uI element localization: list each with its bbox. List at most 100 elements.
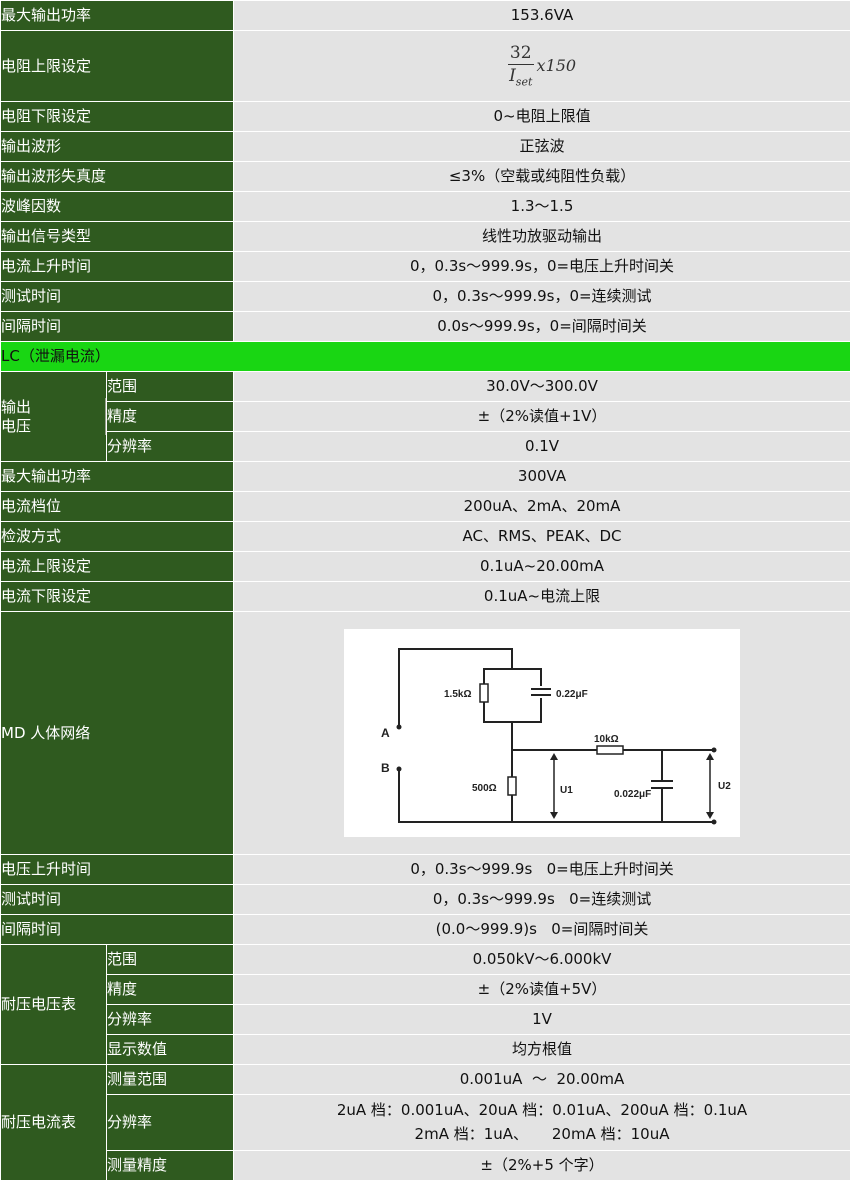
row-value: 300VA xyxy=(234,462,850,492)
cap-top-gap xyxy=(535,686,549,698)
formula: 32 Iset x150 xyxy=(508,44,576,88)
row-label: 测试时间 xyxy=(1,885,234,915)
table-row: 电阻下限设定 0~电阻上限值 xyxy=(1,102,850,132)
table-row: 测量精度 ±（2%+5 个字） xyxy=(1,1151,850,1181)
row-value: 0，0.3s～999.9s，0=连续测试 xyxy=(234,282,850,312)
table-row: 测试时间 0，0.3s～999.9s 0=连续测试 xyxy=(1,885,850,915)
row-value: 0.050kV～6.000kV xyxy=(234,945,850,975)
md-circuit-cell: 1.5kΩ 0.22μF 10kΩ 500Ω 0.022μF A B U1 U2 xyxy=(234,612,850,855)
table-row: 间隔时间 0.0s～999.9s，0=间隔时间关 xyxy=(1,312,850,342)
row-label: 间隔时间 xyxy=(1,915,234,945)
resolution-value: 2uA 档：0.001uA、20uA 档：0.01uA、200uA 档：0.1u… xyxy=(234,1095,850,1151)
row-label: 测量范围 xyxy=(107,1065,234,1095)
table-row: 分辨率 1V xyxy=(1,1005,850,1035)
row-label: 精度 xyxy=(107,975,234,1005)
table-row: 电流档位 200uA、2mA、20mA xyxy=(1,492,850,522)
row-label: 电阻下限设定 xyxy=(1,102,234,132)
row-value: 0.0s～999.9s，0=间隔时间关 xyxy=(234,312,850,342)
row-value: ±（2%读值+1V） xyxy=(234,402,850,432)
row-label: 测量精度 xyxy=(107,1151,234,1181)
output-top-dot xyxy=(712,748,717,753)
row-value: 正弦波 xyxy=(234,132,850,162)
label-c-bottom: 0.022μF xyxy=(614,789,651,800)
table-row: 电压上升时间 0，0.3s～999.9s 0=电压上升时间关 xyxy=(1,855,850,885)
row-value: ±（2%读值+5V） xyxy=(234,975,850,1005)
row-label: 输出波形失真度 xyxy=(1,162,234,192)
resolution-line1: 2uA 档：0.001uA、20uA 档：0.01uA、200uA 档：0.1u… xyxy=(234,1101,850,1120)
row-label: 电流上升时间 xyxy=(1,252,234,282)
row-value: 0.1uA~电流上限 xyxy=(234,582,850,612)
table-row: 精度 ±（2%读值+1V） xyxy=(1,402,850,432)
row-label: 输出波形 xyxy=(1,132,234,162)
row-label: 分辨率 xyxy=(107,1095,234,1151)
row-label: 电流档位 xyxy=(1,492,234,522)
row-label: 分辨率 xyxy=(107,432,234,462)
group-label-line1: 输出 xyxy=(1,398,31,417)
row-value: ≤3%（空载或纯阻性负载） xyxy=(234,162,850,192)
table-row: 输出 电压 范围 30.0V～300.0V xyxy=(1,372,850,402)
row-label: 范围 xyxy=(107,372,234,402)
output-bottom-dot xyxy=(712,820,717,825)
withstand-current-group-label: 耐压电流表 xyxy=(1,1065,107,1181)
table-row: 波峰因数 1.3～1.5 xyxy=(1,192,850,222)
row-label: 电流上限设定 xyxy=(1,552,234,582)
row-label: 最大输出功率 xyxy=(1,462,234,492)
section-header-lc: LC（泄漏电流） xyxy=(1,342,850,372)
table-row: 显示数值 均方根值 xyxy=(1,1035,850,1065)
resolution-line2: 2mA 档：1uA、 20mA 档：10uA xyxy=(234,1125,850,1144)
section-header-row: LC（泄漏电流） xyxy=(1,342,850,372)
row-value: 0，0.3s～999.9s 0=连续测试 xyxy=(234,885,850,915)
label-node-b: B xyxy=(381,761,390,775)
label-r-series: 10kΩ xyxy=(594,734,619,745)
row-value: 均方根值 xyxy=(234,1035,850,1065)
resistance-upper-formula: 32 Iset x150 xyxy=(234,31,850,102)
resistor-500-symbol xyxy=(508,777,516,795)
formula-denominator-symbol: I xyxy=(509,66,516,86)
table-row: 输出信号类型 线性功放驱动输出 xyxy=(1,222,850,252)
row-label: 分辨率 xyxy=(107,1005,234,1035)
row-value: 0，0.3s～999.9s，0=电压上升时间关 xyxy=(234,252,850,282)
table-row: 精度 ±（2%读值+5V） xyxy=(1,975,850,1005)
terminal-b-dot xyxy=(397,767,402,772)
label-u1: U1 xyxy=(560,785,573,796)
row-label: 最大输出功率 xyxy=(1,1,234,31)
row-label: MD 人体网络 xyxy=(1,612,234,855)
table-row: 电流上升时间 0，0.3s～999.9s，0=电压上升时间关 xyxy=(1,252,850,282)
row-label: 显示数值 xyxy=(107,1035,234,1065)
label-node-a: A xyxy=(381,726,390,740)
formula-subscript: set xyxy=(516,75,533,88)
resistor-1k5-symbol xyxy=(480,684,488,702)
table-row: 分辨率 2uA 档：0.001uA、20uA 档：0.01uA、200uA 档：… xyxy=(1,1095,850,1151)
row-label: 电流下限设定 xyxy=(1,582,234,612)
row-value: 0~电阻上限值 xyxy=(234,102,850,132)
table-row: 输出波形 正弦波 xyxy=(1,132,850,162)
table-row: 输出波形失真度 ≤3%（空载或纯阻性负载） xyxy=(1,162,850,192)
row-value: 1V xyxy=(234,1005,850,1035)
diagram-background xyxy=(344,629,740,837)
table-row: 耐压电压表 范围 0.050kV～6.000kV xyxy=(1,945,850,975)
row-label: 测试时间 xyxy=(1,282,234,312)
table-row: MD 人体网络 xyxy=(1,612,850,855)
row-label: 精度 xyxy=(107,402,234,432)
row-value: 153.6VA xyxy=(234,1,850,31)
row-value: AC、RMS、PEAK、DC xyxy=(234,522,850,552)
row-value: 0.001uA ～ 20.00mA xyxy=(234,1065,850,1095)
formula-multiplier: x150 xyxy=(537,56,577,76)
row-value: 30.0V～300.0V xyxy=(234,372,850,402)
row-value: ±（2%+5 个字） xyxy=(234,1151,850,1181)
table-row: 检波方式 AC、RMS、PEAK、DC xyxy=(1,522,850,552)
table-row: 电流下限设定 0.1uA~电流上限 xyxy=(1,582,850,612)
group-label-line2: 电压 xyxy=(1,417,31,436)
table-row: 最大输出功率 153.6VA xyxy=(1,1,850,31)
group-label-frame: 输出 电压 xyxy=(1,398,106,436)
table-row: 间隔时间 (0.0～999.9)s 0=间隔时间关 xyxy=(1,915,850,945)
output-voltage-group-label: 输出 电压 xyxy=(1,372,107,462)
row-value: (0.0～999.9)s 0=间隔时间关 xyxy=(234,915,850,945)
row-value: 0.1uA~20.00mA xyxy=(234,552,850,582)
table-row: 电流上限设定 0.1uA~20.00mA xyxy=(1,552,850,582)
row-value: 0，0.3s～999.9s 0=电压上升时间关 xyxy=(234,855,850,885)
row-label: 电阻上限设定 xyxy=(1,31,234,102)
row-label: 电压上升时间 xyxy=(1,855,234,885)
row-label: 波峰因数 xyxy=(1,192,234,222)
